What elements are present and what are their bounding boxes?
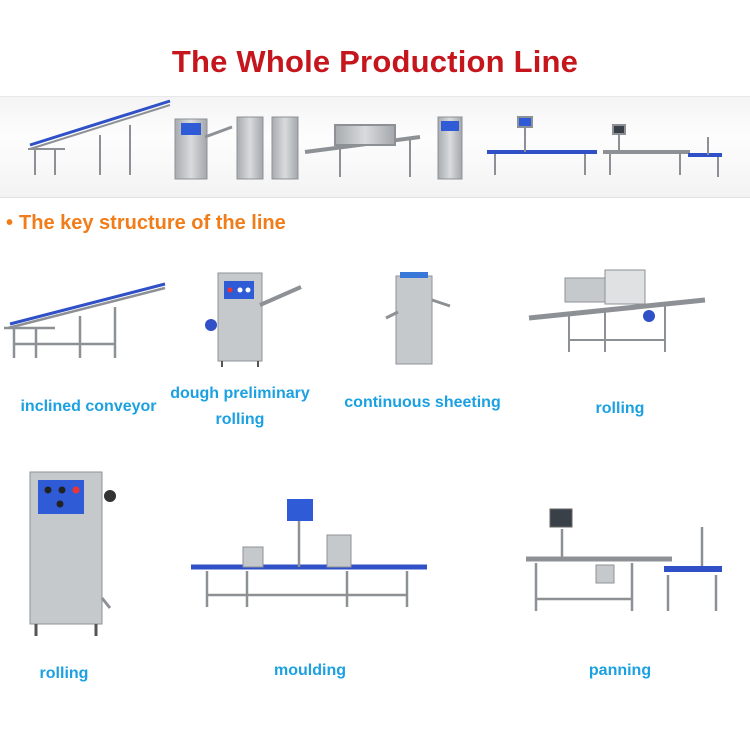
moulding-image (191, 499, 427, 607)
panning-image (526, 508, 722, 611)
overview-preliminary-rolling (174, 118, 233, 180)
section-bullet: • (6, 212, 14, 234)
rolling-cabinet-image (29, 471, 116, 636)
production-line-overview (0, 96, 750, 198)
station-label-inclined-conveyor: inclined conveyor (20, 398, 157, 415)
station-label-continuous-sheeting: continuous sheeting (344, 394, 501, 411)
station-label-rolling-1: rolling (595, 400, 645, 417)
section-heading-text: The key structure of the line (19, 212, 286, 234)
station-label-dough-preliminary-rolling: dough preliminary rolling (165, 381, 315, 433)
overview-rolling-cabinet (437, 116, 463, 180)
overview-moulding (487, 116, 597, 175)
station-label-line-2: rolling (215, 411, 265, 428)
station-label-line-1: dough preliminary (170, 385, 310, 402)
overview-inclined-conveyor (28, 99, 171, 175)
production-line-illustration (28, 99, 722, 180)
overview-rolling-table (304, 124, 421, 177)
page-title: The Whole Production Line (171, 44, 579, 79)
rolling-table-image (528, 269, 706, 352)
station-label-moulding: moulding (274, 662, 346, 679)
section-heading: •The key structure of the line (6, 212, 286, 235)
station-label-panning: panning (588, 662, 652, 679)
overview-panning (603, 124, 722, 177)
overview-continuous-sheeting (236, 116, 299, 180)
inclined-conveyor-image (4, 282, 166, 358)
station-label-rolling-2: rolling (39, 665, 89, 682)
dough-preliminary-rolling-image (205, 272, 302, 367)
continuous-sheeting-image (385, 272, 451, 365)
